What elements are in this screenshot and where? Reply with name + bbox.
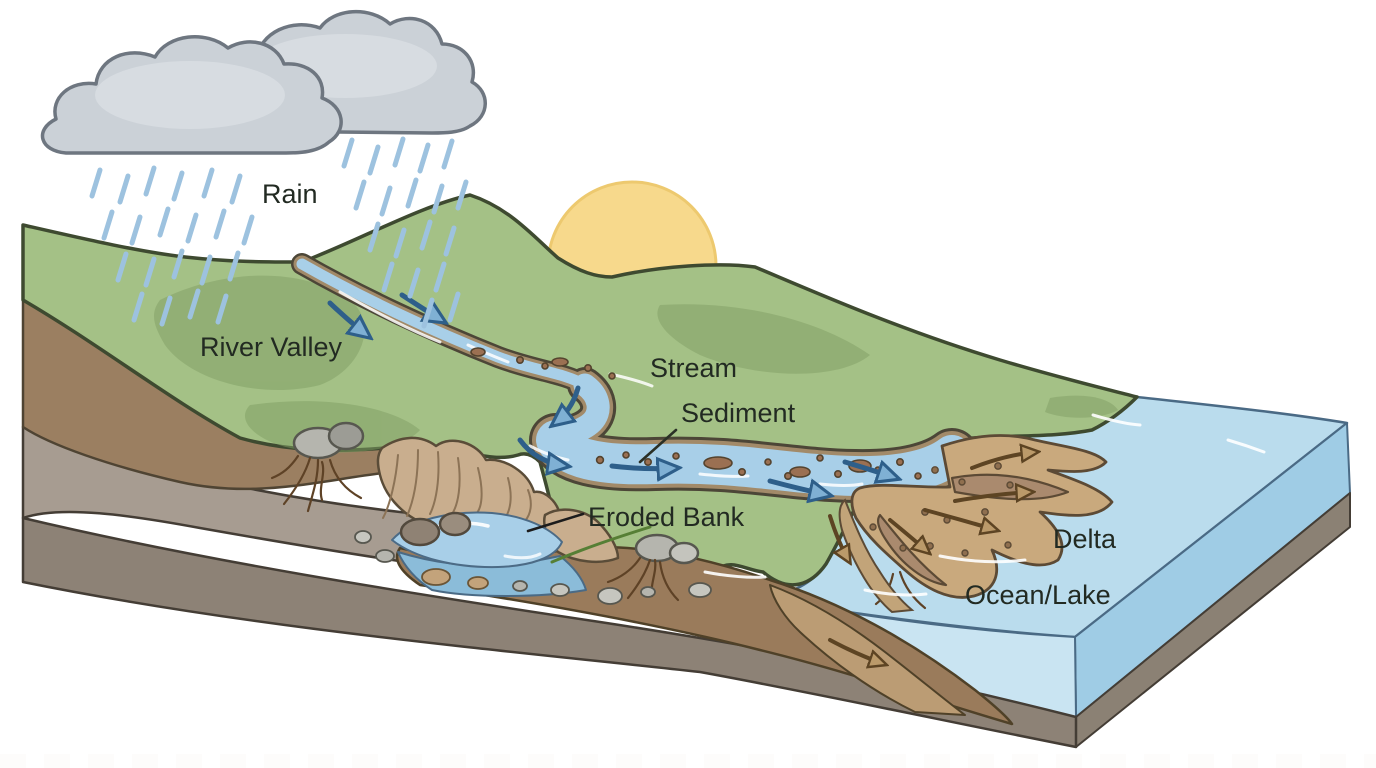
runoff-arrow-2 [399,292,443,321]
channel-arrow-2 [767,481,828,495]
pond-highlight-2 [503,552,542,560]
eroded-bank-area [376,436,620,597]
bend-arrow [554,385,581,424]
delta-distributary [838,498,915,614]
label-stream: Stream [650,353,737,383]
root-cluster-left [270,454,363,513]
flow-arrows-brown [828,452,1036,664]
pebbles [354,530,712,605]
pond-rocks [399,511,472,547]
channel-arrow-1 [609,466,676,469]
label-delta: Delta [1053,524,1117,554]
bank-edge-line [550,525,652,564]
delta-arrow-s [888,518,928,552]
delta-arrow-ne [970,452,1036,470]
rock-cluster-left [292,421,365,460]
underwater-arrow [828,638,884,664]
rain-cloud-front [40,35,343,155]
channel-arrow-3 [842,459,896,478]
loop-arrow [517,437,566,466]
delta-arrow-e [953,492,1031,501]
distributary-arrow [828,514,849,561]
label-rain: Rain [262,179,318,209]
runoff-arrow-1 [327,300,368,336]
label-sediment: Sediment [681,398,796,428]
delta-arrow-se [923,508,996,530]
ocean-wave-streaks [703,413,1266,597]
sediment-leader-line [638,428,678,464]
rocks-and-roots [270,421,944,610]
label-ocean-lake: Ocean/Lake [965,580,1111,610]
label-eroded-bank: Eroded Bank [588,502,745,532]
rock-cluster-right [634,533,700,565]
labels: Rain River Valley Stream Sediment Eroded… [200,179,1117,610]
flow-arrows-blue [327,292,896,495]
label-river-valley: River Valley [200,332,343,362]
layer-basement [21,516,1078,749]
leader-lines [526,428,678,564]
bottom-cropped-artifact [0,754,1376,768]
eroded-bank-leader-line [526,512,585,533]
